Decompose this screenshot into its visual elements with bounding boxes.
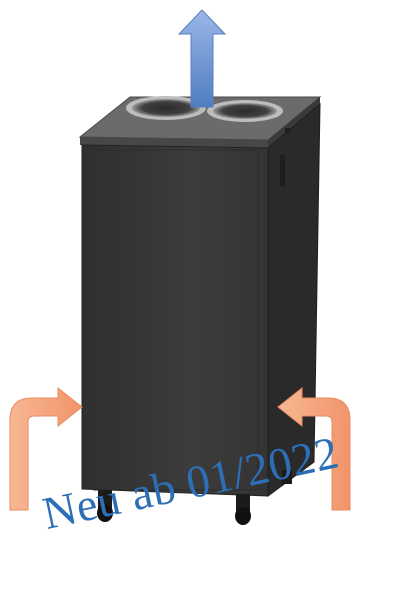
wheels <box>97 470 292 525</box>
air-outflow-arrow-icon <box>177 9 227 108</box>
air-inflow-left-arrow-icon <box>9 386 83 511</box>
fan-right <box>207 100 283 122</box>
air-inflow-right-arrow-icon <box>277 386 351 511</box>
fan-left <box>126 96 206 120</box>
